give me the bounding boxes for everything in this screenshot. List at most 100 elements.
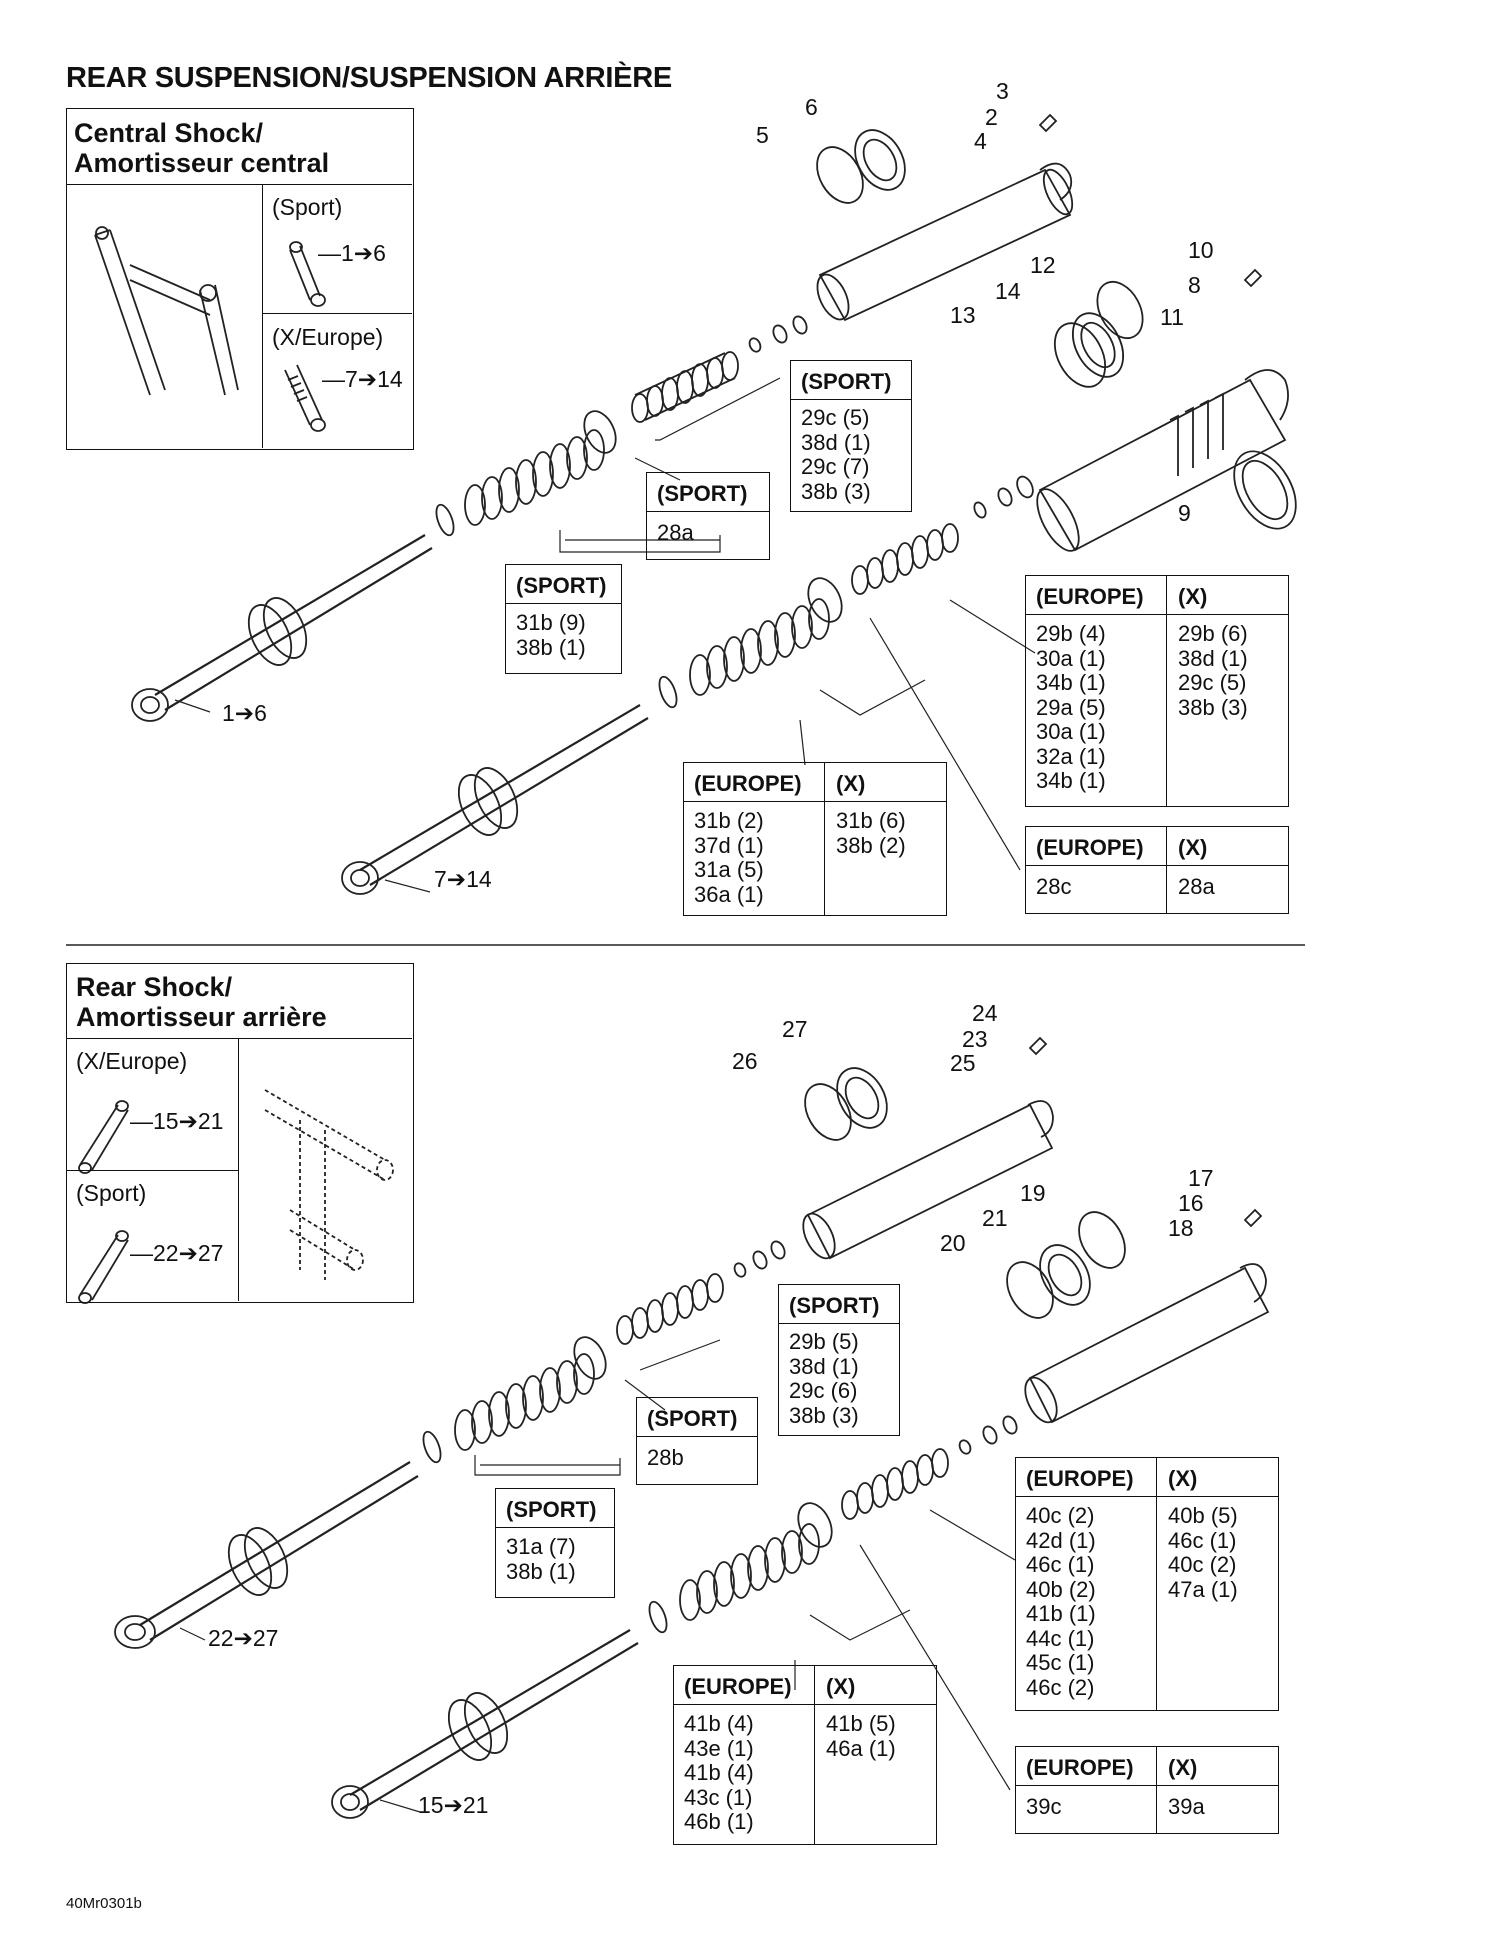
central-sport-reservoir	[816, 162, 1074, 322]
callout-14: 14	[995, 278, 1021, 304]
central-variant-a-label: (Sport)	[272, 194, 343, 220]
page-title: REAR SUSPENSION/SUSPENSION ARRIÈRE	[66, 62, 672, 94]
table-header-europe: (EUROPE)	[1026, 1466, 1134, 1491]
table-items: 31b (9) 38b (1)	[516, 610, 586, 660]
central-table-sport-top: (SPORT) 29c (5) 38d (1) 29c (7) 38b (3)	[790, 360, 912, 512]
table-col-rule	[1156, 1747, 1157, 1833]
table-header-europe: (EUROPE)	[1036, 584, 1144, 609]
table-header: (SPORT)	[789, 1293, 880, 1318]
callout-5: 5	[756, 122, 769, 148]
table-header-x: (X)	[1168, 1755, 1198, 1780]
central-assembly-b-label: 7➔14	[434, 866, 492, 892]
rear-table-eu-x-lower: (EUROPE) (X) 41b (4) 43e (1) 41b (4) 43c…	[673, 1665, 937, 1845]
table-header-rule	[779, 1323, 899, 1324]
central-variant-b-label: (X/Europe)	[272, 324, 384, 350]
central-variant-a-range: —1➔6	[318, 240, 386, 266]
rear-x-reservoir	[1024, 1263, 1270, 1424]
bolt-3	[1038, 113, 1058, 133]
table-col-europe: 28c	[1036, 874, 1072, 899]
table-header-x: (X)	[836, 771, 866, 796]
central-variant-b-range: —7➔14	[322, 366, 403, 392]
table-col-x: 41b (5) 46a (1)	[826, 1711, 896, 1761]
o-ring-26	[804, 1083, 852, 1141]
central-x-reservoir	[1036, 369, 1289, 552]
rear-table-eu-x-piston: (EUROPE) (X) 39c 39a	[1015, 1746, 1279, 1834]
callout-16: 16	[1178, 1190, 1204, 1216]
central-inset-x-sketch	[284, 364, 326, 432]
table-header-rule	[674, 1704, 936, 1705]
callout-23: 23	[962, 1026, 988, 1052]
central-assembly-a-label: 1➔6	[222, 700, 267, 726]
rear-x-shim-stack-lower	[679, 1523, 820, 1621]
rear-assembly-a-label: 22➔27	[208, 1625, 279, 1651]
central-sport-shim-stack-lower	[464, 429, 605, 526]
central-x-eye	[341, 861, 379, 895]
central-inset-box	[66, 108, 414, 450]
bolt-10	[1243, 268, 1263, 288]
callout-24: 24	[972, 1000, 998, 1026]
bolt-17	[1243, 1208, 1263, 1228]
central-sport-shim-stack-upper	[631, 351, 739, 423]
callout-27: 27	[782, 1016, 808, 1042]
table-col-rule	[1156, 1458, 1157, 1710]
central-table-eu-x-piston: (EUROPE) (X) 28c 28a	[1025, 826, 1289, 914]
rear-inset-title-divider	[66, 1038, 412, 1039]
callout-19: 19	[1020, 1180, 1046, 1206]
table-header-rule	[506, 603, 621, 604]
central-title-line2: Amortisseur central	[74, 148, 330, 178]
cap-12	[1096, 280, 1144, 340]
central-table-eu-x-upper: (EUROPE) (X) 29b (4) 30a (1) 34b (1) 29a…	[1025, 575, 1289, 807]
rear-sport-shim-stack-upper	[616, 1273, 724, 1345]
table-header: (SPORT)	[506, 1497, 597, 1522]
table-col-europe: 41b (4) 43e (1) 41b (4) 43c (1) 46b (1)	[684, 1711, 754, 1834]
rear-sport-eye	[114, 1615, 156, 1649]
central-inset-title: Central Shock/ Amortisseur central	[74, 118, 329, 178]
callout-25: 25	[950, 1050, 976, 1076]
bolt-24	[1028, 1036, 1048, 1056]
central-inset-h-divider	[262, 313, 412, 314]
callout-13: 13	[950, 302, 976, 328]
table-header-europe: (EUROPE)	[694, 771, 802, 796]
table-col-rule	[1166, 827, 1167, 913]
seal-21	[1039, 1244, 1091, 1306]
table-header-x: (X)	[1168, 1466, 1198, 1491]
central-x-shim-stack-upper	[851, 523, 959, 595]
central-x-shim-stack-lower	[689, 598, 830, 696]
o-ring-20	[1006, 1261, 1054, 1319]
table-header-x: (X)	[1178, 584, 1208, 609]
table-header-rule	[1026, 614, 1288, 615]
table-items: 28a	[657, 520, 694, 545]
cap-19	[1078, 1211, 1126, 1269]
table-header-rule	[647, 511, 769, 512]
rear-inset-h-divider	[66, 1170, 238, 1171]
seal-14	[1071, 312, 1125, 378]
table-col-x: 31b (6) 38b (2)	[836, 808, 906, 858]
central-inset-sport-sketch	[289, 241, 326, 307]
callout-26: 26	[732, 1048, 758, 1074]
rear-sport-piston	[573, 1336, 607, 1380]
central-x-collar	[457, 774, 503, 836]
lock-nut-9	[1233, 450, 1297, 530]
central-sport-collar	[247, 604, 293, 666]
callout-8: 8	[1188, 272, 1201, 298]
table-header-rule	[637, 1436, 757, 1437]
rear-sport-collar	[227, 1534, 273, 1596]
rear-inset-title: Rear Shock/ Amortisseur arrière	[76, 972, 327, 1032]
rear-inset-box	[66, 963, 414, 1303]
rear-inset-v-divider	[238, 1038, 239, 1301]
callout-4: 4	[974, 128, 987, 154]
o-ring-13	[1053, 322, 1107, 388]
callout-2: 2	[985, 104, 998, 130]
central-sport-eye	[131, 688, 169, 722]
table-col-europe: 40c (2) 42d (1) 46c (1) 40b (2) 41b (1) …	[1026, 1503, 1096, 1700]
callout-9: 9	[1178, 500, 1191, 526]
table-header-rule	[496, 1527, 614, 1528]
table-col-x: 39a	[1168, 1794, 1205, 1819]
callout-17: 17	[1188, 1165, 1214, 1191]
central-inset-title-divider	[66, 184, 412, 185]
seal-6	[854, 129, 906, 191]
table-col-rule	[1166, 576, 1167, 806]
callout-3: 3	[996, 78, 1009, 104]
central-table-sport-piston: (SPORT) 28a	[646, 472, 770, 560]
table-col-europe: 39c	[1026, 1794, 1062, 1819]
